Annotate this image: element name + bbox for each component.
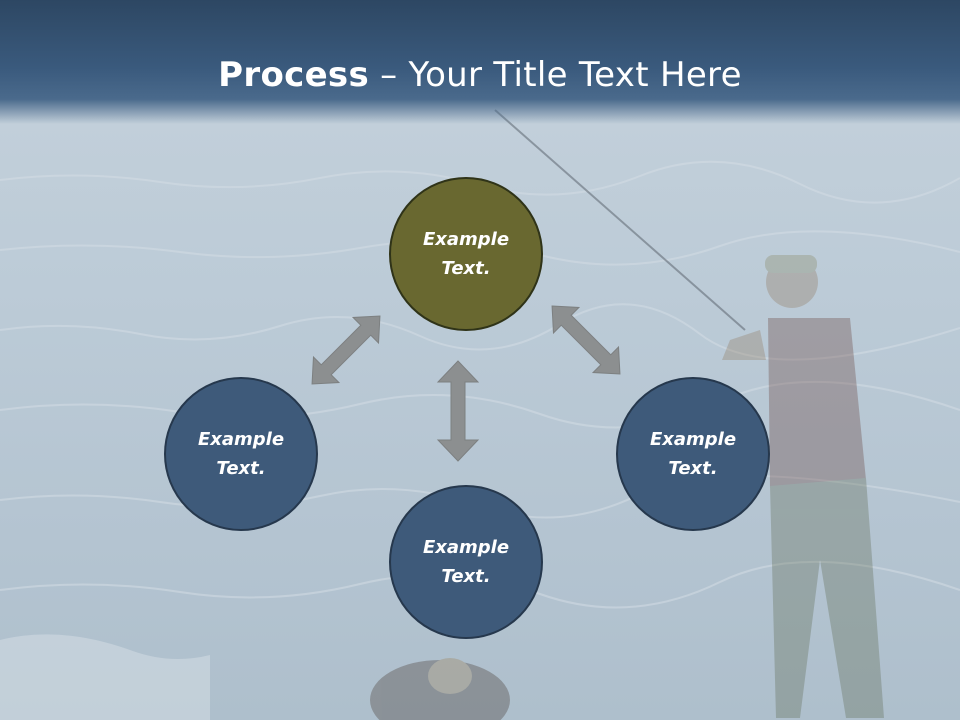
node-right: Example Text. <box>616 377 770 531</box>
arrow-right-diagonal <box>551 305 621 375</box>
node-bottom-label: Example Text. <box>422 537 510 587</box>
arrow-vertical <box>436 360 480 462</box>
node-right-label: Example Text. <box>649 429 737 479</box>
node-bottom: Example Text. <box>389 485 543 639</box>
title-bold: Process <box>218 55 370 95</box>
node-top: Example Text. <box>389 177 543 331</box>
node-left: Example Text. <box>164 377 318 531</box>
arrow-left-diagonal <box>311 315 381 385</box>
slide-title: Process – Your Title Text Here <box>0 52 960 98</box>
title-band <box>0 0 960 124</box>
title-rest: – Your Title Text Here <box>369 55 742 95</box>
node-left-label: Example Text. <box>197 429 285 479</box>
node-top-label: Example Text. <box>422 229 510 279</box>
